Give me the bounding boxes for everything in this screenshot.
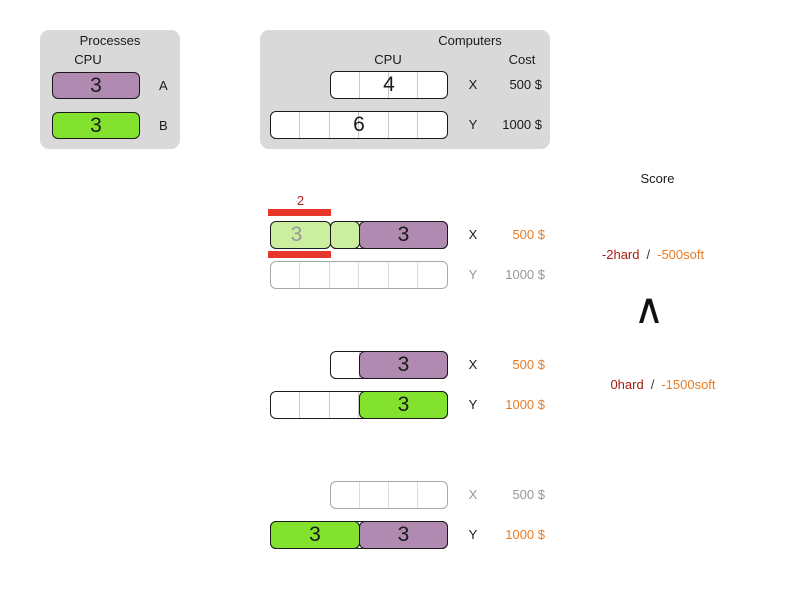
state1-computer-x-cost: 500 $ — [512, 227, 545, 242]
state3-process-a-box: 3 — [359, 521, 448, 549]
state3-computer-x-bar — [330, 481, 448, 509]
state1-computer-y-cost: 1000 $ — [505, 267, 545, 282]
cell-divider — [359, 72, 360, 98]
computer-y-capacity-bar: 6 — [270, 111, 448, 139]
overflow-bracket-top — [268, 209, 331, 216]
cell-divider — [417, 262, 418, 288]
state1-score: -2hard / -500soft — [578, 248, 728, 262]
cell-divider — [359, 482, 360, 508]
computers-cost-header: Cost — [508, 52, 536, 67]
cell-divider — [417, 72, 418, 98]
process-b-label: B — [159, 118, 168, 133]
cell-divider — [388, 482, 389, 508]
state2-hard-score: 0hard — [610, 377, 644, 392]
computers-panel-title: Computers — [438, 33, 502, 48]
state2-score: 0hard / -1500soft — [578, 378, 748, 392]
computer-x-capacity-bar: 4 — [330, 71, 448, 99]
state3-computer-y-cost: 1000 $ — [505, 527, 545, 542]
computer-x-label: X — [468, 77, 478, 92]
cell-divider — [358, 262, 359, 288]
cell-divider — [387, 262, 389, 288]
computers-cpu-header: CPU — [374, 52, 402, 67]
computers-panel: Computers CPU Cost 4 X 500 $ 6 Y 1000 $ — [260, 30, 550, 149]
cell-divider — [299, 112, 300, 138]
state2-computer-y-cost: 1000 $ — [505, 397, 545, 412]
overflow-bracket-bottom — [268, 251, 331, 258]
better-than-caret-icon: ∧ — [633, 285, 665, 332]
state3-computer-x-cost: 500 $ — [512, 487, 545, 502]
state3-computer-y-label: Y — [468, 527, 478, 542]
cell-divider — [328, 262, 330, 288]
process-a-label: A — [159, 78, 168, 93]
process-b-cpu-box: 3 — [52, 112, 140, 139]
state1-hard-score: -2hard — [601, 247, 640, 262]
state1-computer-y-bar — [270, 261, 448, 289]
cell-divider — [328, 392, 330, 418]
state2-computer-x-cost: 500 $ — [512, 357, 545, 372]
overflow-amount-label: 2 — [296, 193, 305, 208]
computer-x-cpu-value: 4 — [383, 73, 395, 96]
state1-computer-x-label: X — [468, 227, 478, 242]
score-separator: / — [650, 377, 655, 392]
cell-divider — [299, 262, 300, 288]
state2-computer-y-label: Y — [468, 397, 478, 412]
state2-process-a-box: 3 — [359, 351, 448, 379]
processes-panel: Processes CPU 3 A 3 B — [40, 30, 180, 149]
computer-y-label: Y — [468, 117, 478, 132]
state1-process-a-box: 3 — [359, 221, 448, 249]
state3-computer-x-label: X — [468, 487, 478, 502]
process-a-cpu-box: 3 — [52, 72, 140, 99]
cell-divider — [417, 482, 418, 508]
state1-process-b-overflow-box: 3 — [270, 221, 331, 249]
state2-computer-x-label: X — [468, 357, 478, 372]
state2-soft-score: -1500soft — [661, 377, 716, 392]
cell-divider — [417, 112, 418, 138]
state3-process-b-box: 3 — [270, 521, 360, 549]
processes-cpu-header: CPU — [74, 52, 102, 67]
cell-divider — [328, 112, 330, 138]
computer-x-cost: 500 $ — [509, 77, 542, 92]
cell-divider — [387, 112, 389, 138]
state2-process-b-box: 3 — [359, 391, 448, 419]
computer-y-cpu-value: 6 — [353, 113, 365, 136]
state1-soft-score: -500soft — [657, 247, 705, 262]
cell-divider — [358, 392, 359, 418]
cell-divider — [299, 392, 300, 418]
computer-y-cost: 1000 $ — [502, 117, 542, 132]
processes-panel-title: Processes — [79, 33, 141, 48]
state1-computer-y-label: Y — [468, 267, 478, 282]
score-separator: / — [646, 247, 651, 262]
score-header: Score — [640, 171, 675, 186]
cell-divider — [388, 72, 389, 98]
cell-divider — [358, 112, 359, 138]
